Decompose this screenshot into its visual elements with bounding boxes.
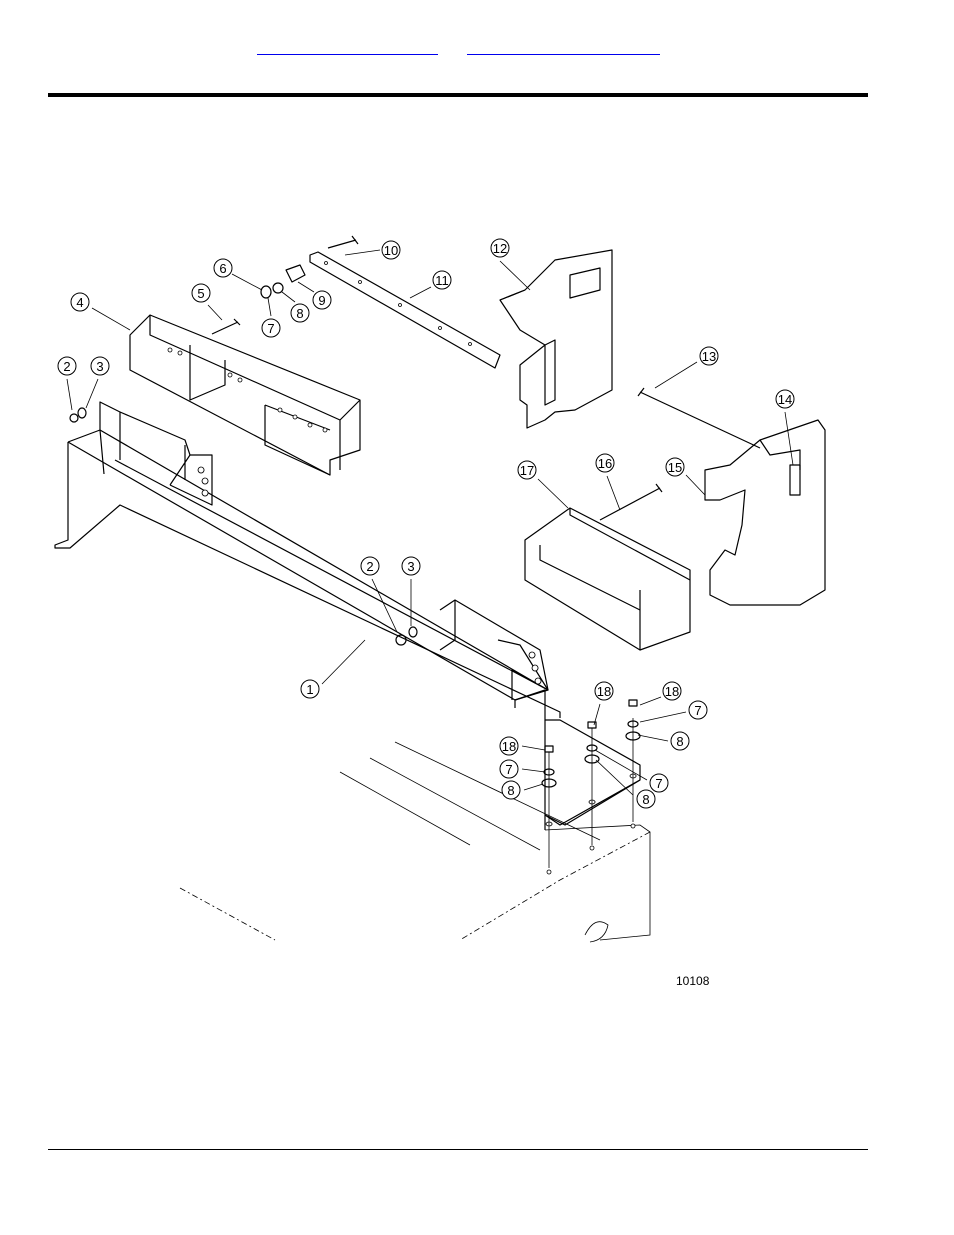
callout-number: 7 bbox=[655, 776, 662, 791]
mounting-bolts bbox=[542, 700, 640, 868]
callout-balloon: 7 bbox=[650, 774, 668, 792]
callout-balloon: 6 bbox=[214, 259, 232, 277]
callout-balloon: 18 bbox=[595, 682, 613, 700]
callout-balloon: 11 bbox=[433, 271, 451, 289]
callout-number: 15 bbox=[668, 460, 682, 475]
callout-number: 10 bbox=[384, 243, 398, 258]
callout-number: 12 bbox=[493, 241, 507, 256]
callout-number: 8 bbox=[296, 306, 303, 321]
callout-balloon: 18 bbox=[500, 737, 518, 755]
suitcase-weight-15 bbox=[705, 420, 825, 605]
tractor-body bbox=[180, 742, 650, 942]
callout-number: 7 bbox=[267, 321, 274, 336]
callout-balloon: 7 bbox=[689, 701, 707, 719]
bolt-5 bbox=[212, 319, 240, 334]
callout-balloon: 8 bbox=[502, 781, 520, 799]
footer-rule bbox=[48, 1149, 868, 1150]
callout-number: 9 bbox=[318, 293, 325, 308]
figure-number: 10108 bbox=[676, 974, 710, 988]
callout-balloon: 4 bbox=[71, 293, 89, 311]
callout-number: 7 bbox=[694, 703, 701, 718]
callout-number: 3 bbox=[407, 559, 414, 574]
weight-bracket-left bbox=[130, 315, 360, 475]
callout-balloon: 7 bbox=[500, 760, 518, 778]
callout-balloon: 9 bbox=[313, 291, 331, 309]
callout-number: 18 bbox=[665, 684, 679, 699]
callout-balloon: 17 bbox=[518, 461, 536, 479]
main-frame-beam bbox=[55, 402, 640, 830]
callout-number: 16 bbox=[598, 456, 612, 471]
rod-13 bbox=[638, 388, 760, 448]
callout-number: 18 bbox=[502, 739, 516, 754]
callout-balloon: 5 bbox=[192, 284, 210, 302]
callout-number: 11 bbox=[435, 273, 449, 288]
callout-balloon: 2 bbox=[361, 557, 379, 575]
callout-balloon: 10 bbox=[382, 241, 400, 259]
callout-balloon: 3 bbox=[91, 357, 109, 375]
callout-number: 7 bbox=[505, 762, 512, 777]
callout-balloon: 8 bbox=[671, 732, 689, 750]
callout-number: 2 bbox=[63, 359, 70, 374]
callout-balloon: 3 bbox=[402, 557, 420, 575]
callout-balloon: 12 bbox=[491, 239, 509, 257]
weight-bar bbox=[261, 236, 500, 368]
callout-number: 8 bbox=[642, 792, 649, 807]
callout-number: 1 bbox=[306, 682, 313, 697]
nut-washer-2-3-left bbox=[70, 408, 86, 422]
weight-bracket-right bbox=[525, 484, 690, 650]
callout-number: 18 bbox=[597, 684, 611, 699]
callout-balloon: 8 bbox=[637, 790, 655, 808]
leader-lines bbox=[67, 250, 793, 795]
callout-number: 3 bbox=[96, 359, 103, 374]
callout-number: 8 bbox=[507, 783, 514, 798]
callout-balloon: 7 bbox=[262, 319, 280, 337]
callout-number: 8 bbox=[676, 734, 683, 749]
callout-balloon: 13 bbox=[700, 347, 718, 365]
callout-balloon: 14 bbox=[776, 390, 794, 408]
callout-balloon: 1 bbox=[301, 680, 319, 698]
callout-number: 5 bbox=[197, 286, 204, 301]
callout-balloon: 16 bbox=[596, 454, 614, 472]
callout-number: 14 bbox=[778, 392, 792, 407]
callout-number: 17 bbox=[520, 463, 534, 478]
callout-balloon: 15 bbox=[666, 458, 684, 476]
callout-number: 13 bbox=[702, 349, 716, 364]
callout-balloon: 8 bbox=[291, 304, 309, 322]
callout-number: 2 bbox=[366, 559, 373, 574]
callout-number: 4 bbox=[76, 295, 83, 310]
callout-number: 6 bbox=[219, 261, 226, 276]
callout-balloon: 2 bbox=[58, 357, 76, 375]
callout-balloon: 18 bbox=[663, 682, 681, 700]
